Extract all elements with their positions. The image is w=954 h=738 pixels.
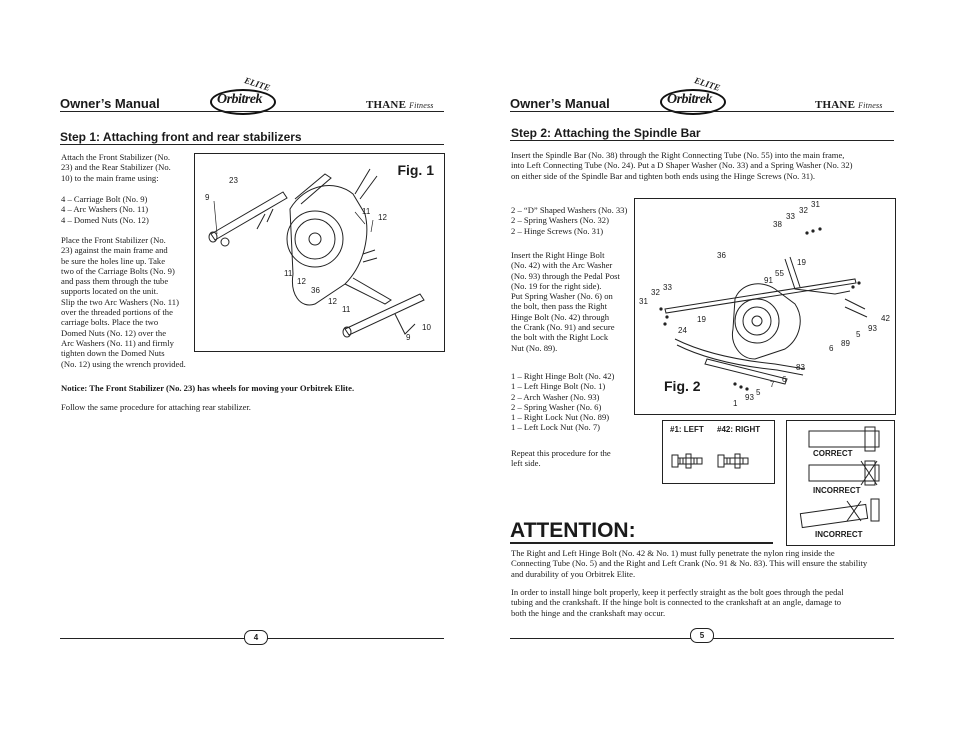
figure-1-illustration	[208, 168, 425, 338]
fig2-callout: 5	[856, 330, 861, 339]
fig2-callout: 55	[775, 269, 784, 278]
figure-2-illustration	[659, 227, 868, 391]
fig2-callout: 91	[764, 276, 773, 285]
fig1-callout: 11	[362, 207, 371, 216]
right-step-title: Step 2: Attaching the Spindle Bar	[511, 126, 701, 140]
left-instructions-text: Place the Front Stabilizer (No. 23) agai…	[61, 235, 186, 369]
fig2-callout: 36	[717, 251, 726, 260]
fig2-callout: 19	[797, 258, 806, 267]
fig1-callout: 12	[297, 277, 306, 286]
left-step-title: Step 1: Attaching front and rear stabili…	[60, 130, 302, 144]
fig2-callout: 42	[881, 314, 890, 323]
fig2-callout: 33	[786, 212, 795, 221]
fig2-callout: 93	[745, 393, 754, 402]
left-thane-logo: THANE Fitness	[366, 99, 434, 111]
left-orbitrek-logo: Orbitrek ELITE	[210, 75, 276, 115]
fig2-callout: 6	[782, 375, 787, 384]
left-follow-text: Follow the same procedure for attaching …	[61, 402, 251, 412]
hinge-bolt-icons	[671, 453, 749, 469]
bolt-alignment-illustrations	[799, 426, 880, 529]
fig1-callout: 23	[229, 176, 238, 185]
right-parts-list: 2 – “D” Shaped Washers (No. 33) 2 – Spri…	[511, 205, 628, 236]
fig1-callout: 36	[311, 286, 320, 295]
right-step-rule	[510, 140, 894, 141]
figure-1: Fig. 1 23 9 11 12 11 12 36 12 11 10 9	[194, 153, 445, 352]
right-header-title: Owner’s Manual	[510, 96, 610, 111]
right-header-rule	[510, 111, 894, 112]
right-bolt-label: #42: RIGHT	[717, 425, 761, 434]
fig2-callout: 83	[796, 363, 805, 372]
fig1-callout: 11	[342, 305, 351, 314]
fig2-callout: 38	[773, 220, 782, 229]
incorrect-label-1: INCORRECT	[813, 486, 861, 495]
fig2-callout: 32	[651, 288, 660, 297]
attention-text-2: In order to install hinge bolt properly,…	[511, 587, 844, 618]
left-intro-text: Attach the Front Stabilizer (No. 23) and…	[61, 152, 171, 183]
figure-2-label: Fig. 2	[664, 378, 701, 394]
right-instructions-text: Insert the Right Hinge Bolt (No. 42) wit…	[511, 250, 620, 353]
right-thane-logo: THANE Fitness	[815, 99, 883, 111]
left-bolt-label: #1: LEFT	[670, 425, 704, 434]
fig1-callout: 9	[205, 193, 210, 202]
fig2-callout: 1	[733, 399, 738, 408]
fig1-callout: 9	[406, 333, 411, 342]
figure-2: Fig. 2 31 32 33 38 19 36 55 91 32 33 31 …	[634, 198, 896, 415]
fig2-callout: 7	[770, 380, 775, 389]
right-page-number: 5	[690, 628, 714, 643]
fig2-callout: 24	[678, 326, 687, 335]
correct-label: CORRECT	[813, 449, 853, 458]
left-parts-list: 4 – Carriage Bolt (No. 9) 4 – Arc Washer…	[61, 194, 149, 225]
figure-1-label: Fig. 1	[397, 162, 434, 178]
fig1-callout: 10	[422, 323, 431, 332]
fig2-callout: 5	[756, 388, 761, 397]
right-intro-text: Insert the Spindle Bar (No. 38) through …	[511, 150, 853, 181]
incorrect-label-2: INCORRECT	[815, 530, 863, 539]
fig1-callout: 11	[284, 269, 293, 278]
fig1-callout: 12	[328, 297, 337, 306]
left-step-rule	[60, 144, 444, 145]
fig2-callout: 89	[841, 339, 850, 348]
fig2-callout: 6	[829, 344, 834, 353]
attention-rule	[510, 542, 773, 544]
right-parts-list-2: 1 – Right Hinge Bolt (No. 42) 1 – Left H…	[511, 371, 615, 433]
left-page-number: 4	[244, 630, 268, 645]
hinge-bolt-box: #1: LEFT #42: RIGHT	[662, 420, 775, 484]
left-notice: Notice: The Front Stabilizer (No. 23) ha…	[61, 383, 355, 393]
correct-incorrect-box: CORRECT INCORRECT INCORRECT	[786, 420, 895, 546]
fig2-callout: 32	[799, 206, 808, 215]
fig2-callout: 93	[868, 324, 877, 333]
fig1-callout: 12	[378, 213, 387, 222]
right-orbitrek-logo: Orbitrek ELITE	[660, 75, 726, 115]
left-header-rule	[60, 111, 444, 112]
left-header-title: Owner’s Manual	[60, 96, 160, 111]
right-repeat-text: Repeat this procedure for the left side.	[511, 448, 611, 469]
fig2-callout: 33	[663, 283, 672, 292]
attention-text-1: The Right and Left Hinge Bolt (No. 42 & …	[511, 548, 868, 579]
fig2-callout: 19	[697, 315, 706, 324]
fig2-callout: 31	[811, 200, 820, 209]
fig2-callout: 31	[639, 297, 648, 306]
attention-heading: ATTENTION:	[510, 519, 636, 542]
